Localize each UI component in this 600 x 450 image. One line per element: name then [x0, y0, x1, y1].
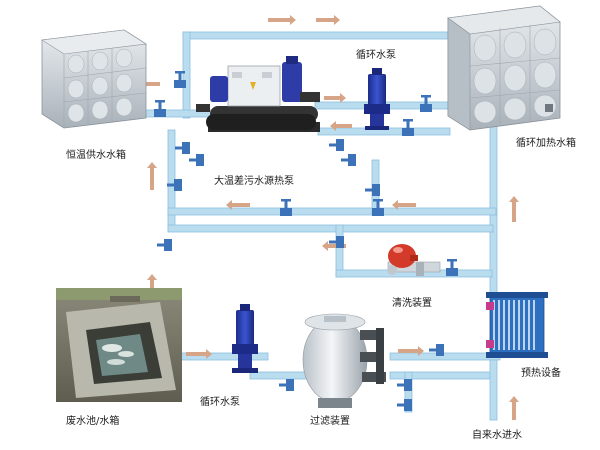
pipe-wastewater-return: [167, 224, 494, 233]
cleaning-device: [387, 244, 441, 276]
valve-icon: [446, 259, 458, 276]
label-constant-temp-tank: 恒温供水水箱: [66, 150, 126, 161]
valve-icon: [167, 179, 182, 191]
arrow-left-icon: [226, 200, 250, 210]
valves: [154, 71, 458, 411]
arrow-up-icon: [509, 196, 519, 222]
valve-icon: [174, 71, 186, 88]
label-wastewater-pool: 废水池/水箱: [66, 416, 120, 427]
pipe-top-return: [182, 31, 451, 40]
label-preheating-device: 预热设备: [521, 368, 561, 379]
valve-icon: [372, 199, 384, 216]
valve-icon: [175, 142, 190, 154]
arrow-left-icon: [322, 241, 346, 251]
pipe-cleaning-branch: [335, 224, 344, 278]
label-heat-pump: 大温差污水源热泵: [214, 176, 294, 187]
valve-icon: [280, 199, 292, 216]
pipe-filter-drain: [404, 371, 413, 413]
valve-icon: [402, 119, 414, 136]
valve-icon: [397, 399, 412, 411]
pipe-top-left-drop: [182, 31, 191, 119]
pipe-mid-horizontal: [167, 207, 497, 216]
label-circulation-heating-tank: 循环加热水箱: [516, 138, 576, 149]
arrow-up-icon: [509, 396, 519, 420]
arrow-up-icon: [147, 274, 157, 300]
arrow-up-icon: [147, 162, 157, 190]
constant-temp-supply-tank: [41, 29, 147, 129]
wastewater-pool: [56, 288, 182, 402]
pipe-tap-water: [489, 359, 498, 421]
pipe-filter-to-preheat: [389, 352, 501, 361]
label-cleaning-device: 清洗装置: [392, 298, 432, 309]
circulation-pump-top: [364, 68, 390, 130]
valve-icon: [329, 236, 344, 248]
arrow-right-icon: [324, 93, 346, 103]
heat-pump-unit: [196, 56, 320, 132]
valve-icon: [365, 184, 380, 196]
valve-icon: [397, 379, 412, 391]
valve-icon: [157, 239, 172, 251]
valve-icon: [279, 379, 294, 391]
valve-icon: [341, 154, 356, 166]
valve-icon: [154, 100, 166, 117]
flow-arrows: [138, 15, 519, 420]
label-tap-water-inlet: 自来水进水: [472, 430, 522, 441]
arrow-right-icon: [186, 349, 212, 359]
circulation-pump-bottom: [232, 304, 258, 373]
arrow-right-icon: [268, 15, 296, 25]
arrow-left-icon: [392, 200, 416, 210]
arrow-right-icon: [316, 15, 340, 25]
label-circulation-pump-bottom: 循环水泵: [200, 397, 240, 408]
label-filter-device: 过滤装置: [310, 416, 350, 427]
valve-icon: [420, 95, 432, 112]
arrow-right-icon: [398, 346, 424, 356]
arrow-left-icon: [330, 121, 352, 131]
label-circulation-pump-top: 循环水泵: [356, 50, 396, 61]
preheating-device: [486, 292, 548, 358]
valve-icon: [329, 139, 344, 151]
valve-icon: [189, 154, 204, 166]
filter-device: [302, 313, 386, 408]
valve-icon: [429, 344, 444, 356]
pipe-waste-to-pump: [167, 352, 269, 361]
circulation-heating-tank: [447, 5, 561, 131]
